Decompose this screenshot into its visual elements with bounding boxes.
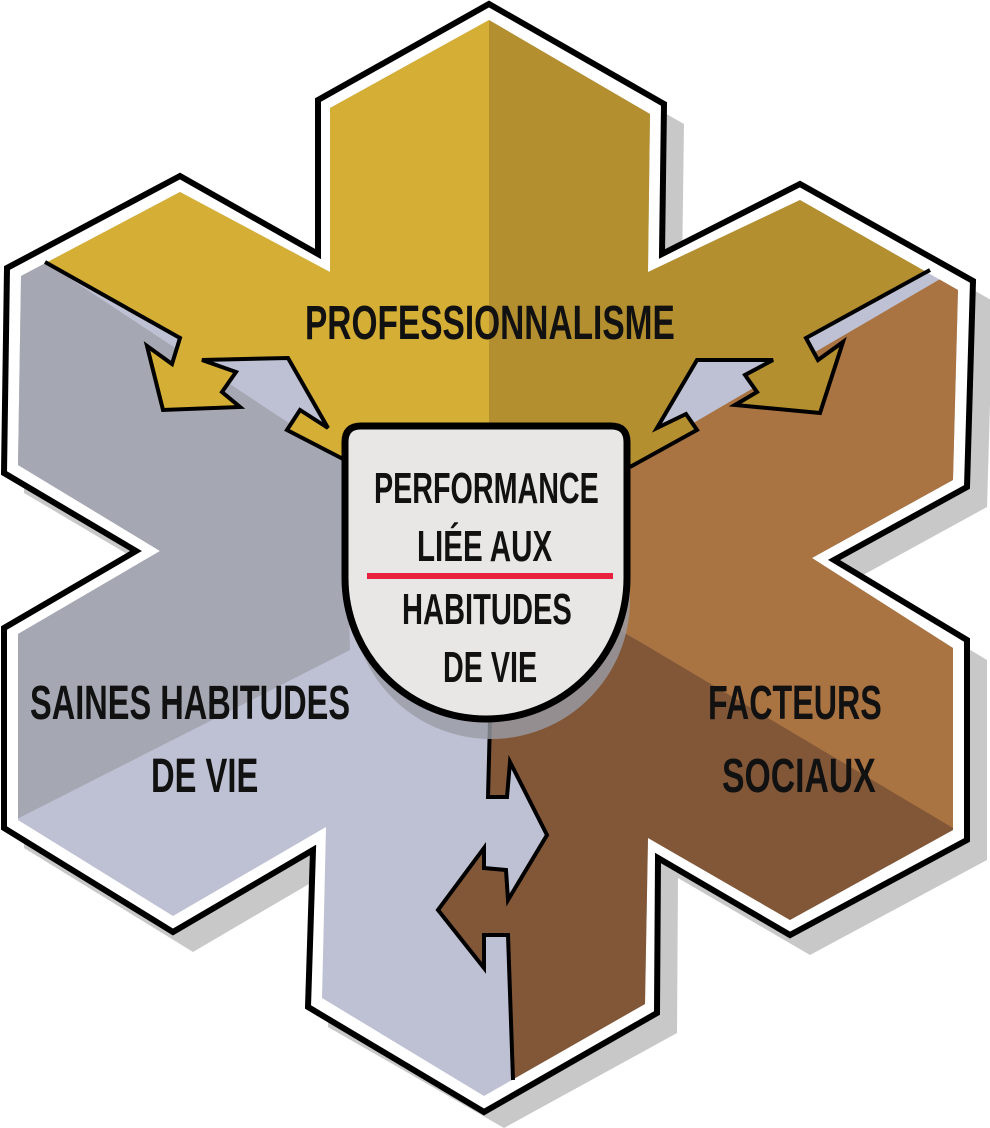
label-saines-habitudes-1: SAINES HABITUDES — [30, 677, 351, 730]
section-gray — [18, 240, 350, 830]
arrow-bottom — [435, 719, 550, 1081]
label-sociaux: SOCIAUX — [722, 750, 876, 803]
center-shield — [341, 422, 631, 723]
section-brown-light — [620, 250, 958, 850]
center-line3: HABITUDES — [402, 585, 572, 634]
arrow-right-top — [629, 268, 931, 469]
center-line4: DE VIE — [443, 643, 538, 692]
label-saines-habitudes-2: DE VIE — [151, 750, 259, 803]
label-facteurs: FACTEURS — [708, 677, 882, 730]
label-professionnalisme: PROFESSIONNALISME — [305, 297, 675, 350]
center-line2: LIÉE AUX — [417, 522, 553, 571]
center-line1: PERFORMANCE — [374, 464, 599, 513]
arrow-left-top — [44, 260, 346, 462]
